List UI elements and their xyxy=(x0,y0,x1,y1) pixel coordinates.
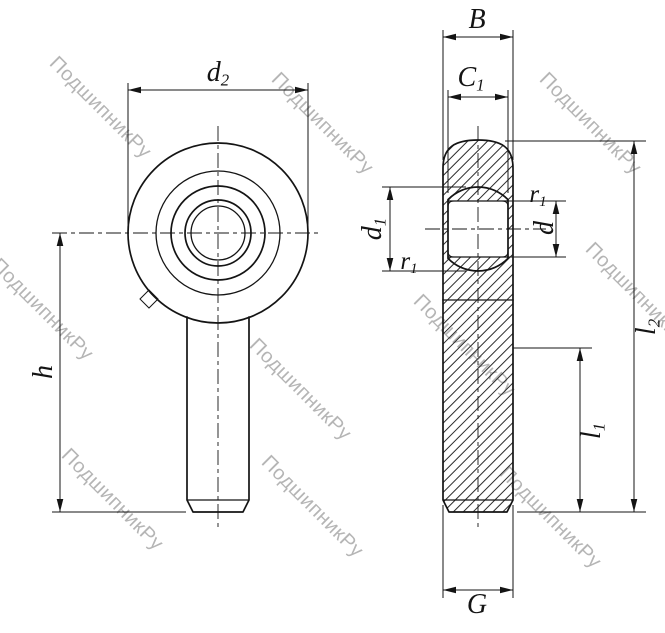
label-sub: 1 xyxy=(589,422,609,432)
dim-label-C1: C1 xyxy=(457,61,485,95)
dim-label-d2: d2 xyxy=(206,56,230,90)
label-base: d xyxy=(528,221,560,235)
dim-label-r1-lower: r1 xyxy=(400,249,417,277)
label-sub: 1 xyxy=(476,75,485,95)
head-outer-circle xyxy=(127,142,309,324)
label-base: B xyxy=(468,3,486,35)
label-base: d xyxy=(206,56,221,88)
label-base: l xyxy=(630,327,662,336)
label-base: h xyxy=(27,365,59,379)
dim-d2-lines xyxy=(127,83,309,227)
dim-label-r1-upper: r1 xyxy=(529,182,546,210)
housing-ring-circle xyxy=(155,170,281,296)
ball-circle xyxy=(170,185,266,281)
label-sub: 1 xyxy=(539,194,547,211)
dim-B-lines xyxy=(442,30,514,160)
dim-label-l2: l2 xyxy=(630,318,664,336)
section-view xyxy=(425,126,546,530)
label-base: l xyxy=(575,431,607,440)
bore-circle xyxy=(184,199,252,267)
label-sub: 1 xyxy=(370,217,390,227)
front-view xyxy=(52,126,320,528)
label-sub: 2 xyxy=(220,70,230,90)
label-sub: 2 xyxy=(644,318,664,328)
label-sub: 1 xyxy=(410,261,418,278)
dim-label-B: B xyxy=(468,3,486,37)
bore-chamfer-circle xyxy=(190,205,246,261)
label-base: d xyxy=(356,226,388,241)
dim-label-h: h xyxy=(27,365,61,379)
dim-label-l1: l1 xyxy=(575,422,609,440)
ball-section-outline xyxy=(447,186,509,272)
shank-outline xyxy=(186,316,250,513)
label-base: C xyxy=(457,61,477,93)
dim-d1-lines xyxy=(382,186,466,272)
dim-label-d1: d1 xyxy=(356,217,390,241)
dim-label-G: G xyxy=(466,588,488,622)
dim-G-lines xyxy=(442,505,514,598)
label-base: G xyxy=(466,588,488,620)
dim-d-lines xyxy=(508,200,566,258)
dim-label-d: d xyxy=(528,221,562,235)
dim-l2-lines xyxy=(505,140,646,513)
dim-h-lines xyxy=(52,233,186,513)
bore-corner-chamfers xyxy=(447,200,509,258)
label-base: r xyxy=(400,247,411,275)
dim-l1-lines xyxy=(513,347,592,512)
lube-boss xyxy=(139,289,159,309)
label-base: r xyxy=(529,180,540,208)
